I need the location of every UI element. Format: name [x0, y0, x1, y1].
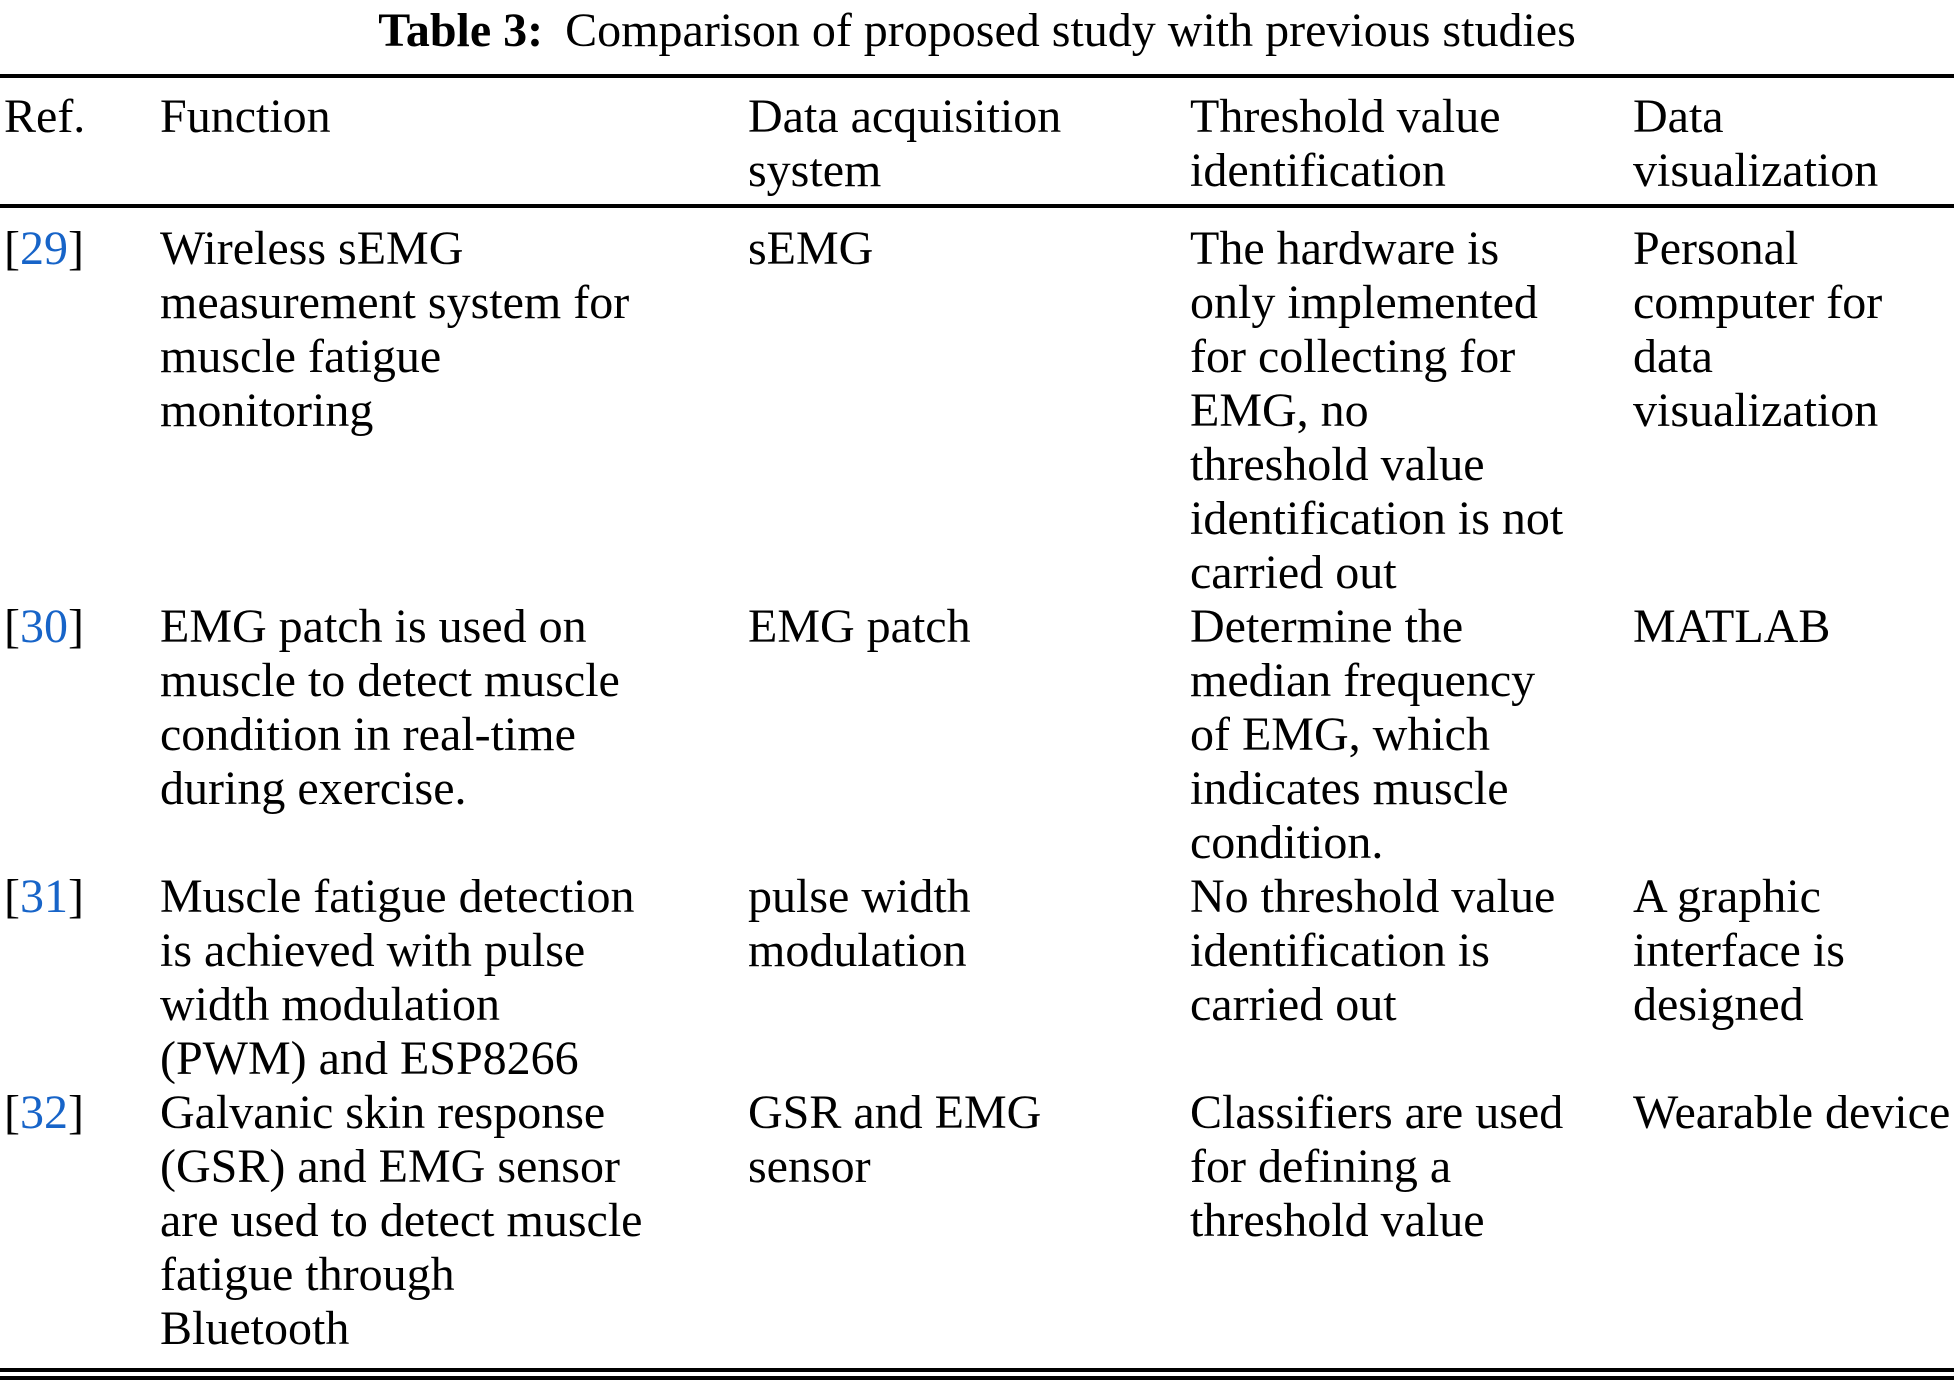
- table-row: [30] EMG patch is used on muscle to dete…: [0, 600, 1954, 870]
- visualization-cell: Personal computer for data visualization: [1633, 222, 1883, 437]
- visualization-cell: A graphic interface is designed: [1633, 870, 1845, 1031]
- citation-bracket-close: ]: [67, 1086, 84, 1139]
- visualization-cell: MATLAB: [1633, 600, 1831, 653]
- ref-citation-link[interactable]: 30: [19, 600, 68, 653]
- data-acquisition-cell: sEMG: [748, 222, 874, 275]
- citation-bracket-close: ]: [67, 222, 84, 275]
- citation-bracket-close: ]: [67, 600, 84, 653]
- col-header-visualization: Data visualization: [1633, 76, 1954, 208]
- header-row: Ref. Function Data acquisition system Th…: [0, 76, 1954, 208]
- table-row: [32] Galvanic skin response (GSR) and EM…: [0, 1086, 1954, 1380]
- ref-cell: [31]: [0, 870, 160, 1086]
- table-caption: Table 3: Comparison of proposed study wit…: [0, 0, 1954, 58]
- citation-bracket-close: ]: [67, 870, 84, 923]
- col-header-threshold: Threshold value identification: [1190, 76, 1633, 208]
- data-acquisition-cell: GSR and EMG sensor: [748, 1086, 1190, 1380]
- ref-cell: [29]: [0, 206, 160, 600]
- threshold-cell: Classifiers are used for defining a thre…: [1190, 1086, 1633, 1380]
- table-row: [31] Muscle fatigue detection is achieve…: [0, 870, 1954, 1086]
- comparison-table: Ref. Function Data acquisition system Th…: [0, 74, 1954, 1380]
- ref-citation-link[interactable]: 32: [19, 1086, 68, 1139]
- function-cell: Galvanic skin response (GSR) and EMG sen…: [160, 1086, 748, 1380]
- function-cell: Muscle fatigue detection is achieved wit…: [160, 870, 635, 1085]
- table-caption-label: Table 3:: [378, 4, 544, 57]
- threshold-cell: No threshold value identification is car…: [1190, 870, 1556, 1031]
- threshold-cell: The hardware is only implemented for col…: [1190, 222, 1564, 599]
- function-cell: EMG patch is used on muscle to detect mu…: [160, 600, 620, 815]
- data-acquisition-cell: EMG patch: [748, 600, 971, 653]
- data-acquisition-cell: pulse width modulation: [748, 870, 971, 977]
- function-cell: Wireless sEMG measurement system for mus…: [160, 222, 630, 437]
- citation-bracket-open: [: [4, 222, 20, 275]
- citation-bracket-open: [: [4, 600, 20, 653]
- ref-citation-link[interactable]: 29: [19, 222, 68, 275]
- ref-cell: [30]: [0, 600, 160, 870]
- threshold-cell: Determine the median frequency of EMG, w…: [1190, 600, 1536, 869]
- citation-bracket-open: [: [4, 870, 20, 923]
- table-row: [29] Wireless sEMG measurement system fo…: [0, 206, 1954, 600]
- col-header-ref: Ref.: [0, 76, 160, 208]
- table-caption-text: Comparison of proposed study with previo…: [565, 4, 1576, 57]
- ref-cell: [32]: [0, 1086, 160, 1380]
- col-header-data-acquisition: Data acquisition system: [748, 76, 1190, 208]
- col-header-function: Function: [160, 76, 748, 208]
- citation-bracket-open: [: [4, 1086, 20, 1139]
- visualization-cell: Wearable device: [1633, 1086, 1954, 1380]
- ref-citation-link[interactable]: 31: [19, 870, 68, 923]
